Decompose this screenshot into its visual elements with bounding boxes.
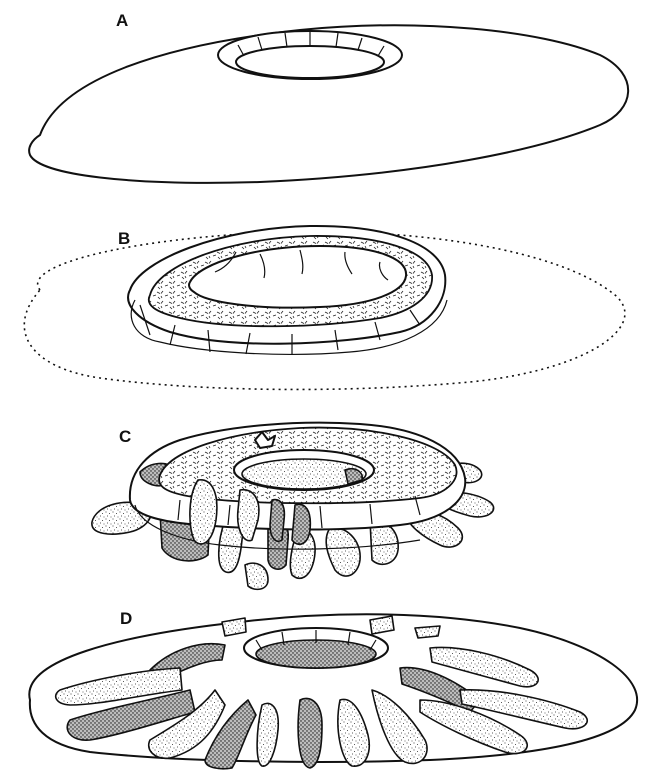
- panel-b-crater-wall: [128, 226, 447, 355]
- panel-a-crater-rim: [218, 31, 402, 79]
